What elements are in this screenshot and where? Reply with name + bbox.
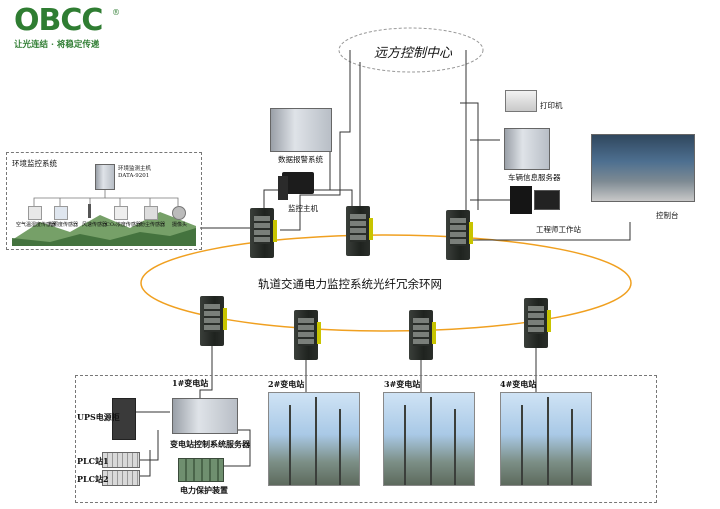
data-alarm-server-icon (270, 108, 332, 152)
monitor-tower-icon (278, 176, 288, 200)
logo-tagline: 让光连结 · 将稳定传递 (14, 40, 100, 50)
substation-2-photo (268, 392, 360, 486)
protection-device-icon (178, 458, 224, 482)
remote-center-label: 远方控制中心 (374, 46, 453, 61)
ring-switch-4 (200, 296, 227, 346)
engineer-ws-label: 工程师工作站 (536, 225, 581, 234)
sensor-air-label: 空气温湿度传感器 (16, 222, 57, 228)
logo-registered-mark: ® (112, 8, 120, 17)
sensor-light-label: 光照度传感器 (48, 222, 79, 228)
station-2-label: 2#变电站 (268, 379, 305, 389)
control-desk-label: 控制台 (656, 211, 679, 220)
vehicle-server-icon (504, 128, 550, 170)
ring-switch-5 (294, 310, 321, 360)
data-alarm-label: 数据报警系统 (278, 155, 323, 164)
station-1-label: 1#变电站 (172, 378, 209, 388)
plc2-icon (102, 470, 140, 486)
monitor-host-label: 监控主机 (288, 204, 318, 213)
ring-switch-3 (446, 210, 473, 260)
line-protection (222, 429, 251, 467)
station-4-label: 4#变电站 (500, 379, 537, 389)
engineer-ws-tower-icon (510, 186, 532, 214)
plc2-label: PLC站2 (77, 474, 109, 484)
sensor-co2-label: CO₂浓度传感器 (106, 222, 141, 228)
ring-switch-2 (346, 206, 373, 256)
protection-label: 电力保护装置 (180, 485, 228, 495)
monitor-host-icon (282, 172, 314, 194)
env-system-box (6, 152, 202, 250)
line-plc1 (138, 430, 159, 461)
env-system-title: 环境监控系统 (12, 159, 57, 168)
sensor-wind-label: 风速传感器 (82, 222, 108, 228)
ups-cabinet-icon (112, 398, 136, 440)
vehicle-server-label: 车辆信息服务器 (508, 173, 561, 182)
line-control (470, 222, 631, 241)
control-room-image (591, 134, 695, 202)
substation-server-icon (172, 398, 238, 434)
env-host-label-group: 环境监测主机 DATA-9201 (118, 166, 151, 180)
light-sensor-icon (54, 206, 68, 220)
env-host-model: DATA-9201 (118, 173, 150, 179)
ring-switch-7 (524, 298, 551, 348)
env-host-label: 环境监测主机 (118, 166, 152, 172)
line-plc2 (138, 450, 151, 477)
substation-area-box (75, 375, 657, 503)
engineer-ws-monitor-icon (534, 190, 560, 210)
sensor-dust-label: 粉尘传感器 (140, 222, 166, 228)
air-sensor-icon (28, 206, 42, 220)
ring-label: 轨道交通电力监控系统光纤冗余环网 (258, 277, 442, 291)
line-printer (460, 102, 479, 210)
remote-center-cloud (338, 27, 484, 73)
ring-switch-1 (250, 208, 277, 258)
printer-icon (505, 90, 537, 112)
dust-sensor-icon (144, 206, 158, 220)
fiber-ring (140, 234, 632, 332)
line-monitor (328, 189, 353, 208)
plc1-icon (102, 452, 140, 468)
printer-label: 打印机 (540, 101, 563, 110)
camera-icon (172, 206, 186, 220)
station-3-label: 3#变电站 (384, 379, 421, 389)
substation-3-photo (383, 392, 475, 486)
substation-server-label: 变电站控制系统服务器 (170, 439, 250, 449)
co2-sensor-icon (114, 206, 128, 220)
logo-wordmark: OBCC (14, 3, 103, 38)
plc1-label: PLC站1 (77, 456, 109, 466)
company-logo: OBCC ® 让光连结 · 将稳定传递 (14, 3, 174, 51)
ups-label: UPS电源柜 (77, 412, 120, 422)
line-remote-left (280, 50, 351, 231)
substation-4-photo (500, 392, 592, 486)
env-host-icon (95, 164, 115, 190)
ring-switch-6 (409, 310, 436, 360)
sensor-camera-label: 摄像头 (172, 222, 188, 228)
line-sub1-server (199, 375, 213, 400)
wind-sensor-icon (88, 204, 91, 218)
